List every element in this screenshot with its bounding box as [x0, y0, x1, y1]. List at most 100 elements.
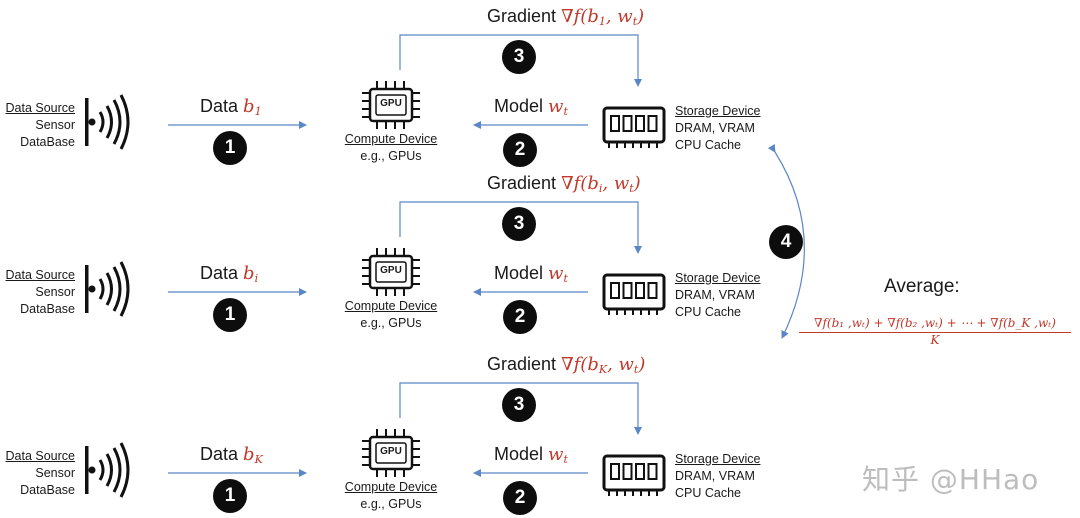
- gradient-arrow: [399, 34, 642, 87]
- gradient-expr-tail: , w: [605, 6, 633, 27]
- storage-device-line: DRAM, VRAM: [675, 469, 755, 483]
- gradient-expr-head: ∇f(b: [561, 6, 599, 27]
- model-var-symbol: w: [548, 263, 564, 284]
- gradient-expr-subscript: 1: [598, 15, 606, 28]
- storage-device-title: Storage Device: [675, 452, 761, 466]
- average-label: Average:: [884, 276, 960, 297]
- model-word: Model: [494, 444, 544, 464]
- data-source-line: DataBase: [20, 302, 75, 316]
- data-var-symbol: b: [243, 263, 255, 284]
- storage-device-title: Storage Device: [675, 271, 761, 285]
- gradient-label: Gradient ∇f(bK, wt): [487, 354, 645, 376]
- step-badge-3: 3: [502, 207, 536, 241]
- gpu-chip-text: GPU: [380, 265, 402, 276]
- data-source-line: Sensor: [35, 285, 75, 299]
- data-source-line: Sensor: [35, 118, 75, 132]
- data-source-line: DataBase: [20, 135, 75, 149]
- data-variable: bi: [243, 263, 259, 285]
- wireless-signal-icon: [85, 442, 130, 498]
- compute-device-subtitle: e.g., GPUs: [360, 316, 422, 330]
- storage-device-line: CPU Cache: [675, 305, 741, 319]
- storage-device-label: Storage Device DRAM, VRAM CPU Cache: [675, 270, 760, 321]
- gradient-word: Gradient: [487, 173, 557, 193]
- compute-device-label: Compute Device e.g., GPUs: [336, 131, 446, 165]
- gradient-expr-tail-subscript: t: [633, 363, 639, 376]
- data-source-line: DataBase: [20, 483, 75, 497]
- compute-device-label: Compute Device e.g., GPUs: [336, 479, 446, 513]
- step-badge-2: 2: [503, 481, 537, 515]
- watermark: 知乎 @HHao: [862, 463, 1040, 496]
- model-label: Model wt: [494, 263, 568, 285]
- gradient-expr-subscript: i: [598, 182, 603, 195]
- gpu-chip-icon: [362, 248, 420, 296]
- gradient-expr-subscript: K: [598, 363, 608, 376]
- data-var-symbol: b: [243, 96, 255, 117]
- storage-device-line: DRAM, VRAM: [675, 121, 755, 135]
- gradient-expression: ∇f(bi, wt): [561, 173, 641, 195]
- gradient-label: Gradient ∇f(b1, wt): [487, 6, 644, 28]
- ram-module-icon: [602, 106, 666, 148]
- aggregation-arrow: [767, 143, 805, 339]
- gpu-chip-icon: [362, 81, 420, 129]
- gradient-label: Gradient ∇f(bi, wt): [487, 173, 641, 195]
- data-var-subscript: i: [254, 272, 259, 285]
- data-source-title: Data Source: [5, 449, 75, 463]
- model-var-symbol: w: [548, 444, 564, 465]
- gpu-chip-text: GPU: [380, 98, 402, 109]
- data-variable: b1: [243, 96, 262, 118]
- gradient-expr-head: ∇f(b: [561, 354, 599, 375]
- model-word: Model: [494, 263, 544, 283]
- step-badge-2: 2: [503, 133, 537, 167]
- compute-device-title: Compute Device: [344, 480, 438, 494]
- step-badge-1: 1: [213, 479, 247, 513]
- step-badge-2: 2: [503, 300, 537, 334]
- model-variable: wt: [548, 96, 568, 118]
- data-label: Data bK: [200, 444, 263, 466]
- formula-fraction-bar: [799, 332, 1071, 333]
- gradient-expr-tail: , w: [607, 354, 634, 375]
- gpu-chip-text: GPU: [380, 446, 402, 457]
- model-label: Model wt: [494, 96, 568, 118]
- ram-module-icon: [602, 454, 666, 496]
- model-var-subscript: t: [563, 105, 568, 118]
- data-label: Data bi: [200, 263, 258, 285]
- gradient-expr-tail-subscript: t: [629, 182, 634, 195]
- gradient-word: Gradient: [487, 354, 557, 374]
- data-source-line: Sensor: [35, 466, 75, 480]
- step-badge-3: 3: [502, 388, 536, 422]
- ram-module-icon: [602, 273, 666, 315]
- step-badge-1: 1: [213, 298, 247, 332]
- data-source-label: Data Source Sensor DataBase: [0, 267, 75, 318]
- data-word: Data: [200, 96, 239, 116]
- formula-numerator: ∇f(b₁ ,wₜ) + ∇f(b₂ ,wₜ) + ⋯ + ∇f(b_K ,wₜ…: [814, 316, 1056, 330]
- storage-device-line: DRAM, VRAM: [675, 288, 755, 302]
- step-badge-3: 3: [502, 40, 536, 74]
- model-var-symbol: w: [548, 96, 564, 117]
- data-var-symbol: b: [243, 444, 255, 465]
- gradient-expression: ∇f(b1, wt): [561, 6, 645, 28]
- data-word: Data: [200, 263, 239, 283]
- data-label: Data b1: [200, 96, 262, 118]
- data-var-subscript: 1: [254, 105, 262, 118]
- compute-device-subtitle: e.g., GPUs: [360, 149, 422, 163]
- gradient-expr-close: ): [637, 6, 645, 27]
- step-badge-1: 1: [213, 131, 247, 165]
- data-var-subscript: K: [254, 453, 263, 466]
- data-source-label: Data Source Sensor DataBase: [0, 448, 75, 499]
- data-variable: bK: [243, 444, 263, 466]
- model-word: Model: [494, 96, 544, 116]
- gradient-expr-tail-subscript: t: [632, 15, 638, 28]
- wireless-signal-icon: [85, 94, 130, 150]
- storage-device-label: Storage Device DRAM, VRAM CPU Cache: [675, 451, 760, 502]
- wireless-signal-icon: [85, 261, 130, 317]
- compute-device-subtitle: e.g., GPUs: [360, 497, 422, 511]
- data-source-title: Data Source: [5, 268, 75, 282]
- gradient-arrow: [399, 382, 642, 435]
- gpu-chip-icon: [362, 429, 420, 477]
- gradient-expr-close: ): [638, 354, 646, 375]
- gradient-expression: ∇f(bK, wt): [561, 354, 646, 376]
- compute-device-title: Compute Device: [344, 132, 438, 146]
- gradient-expr-tail: , w: [602, 173, 630, 194]
